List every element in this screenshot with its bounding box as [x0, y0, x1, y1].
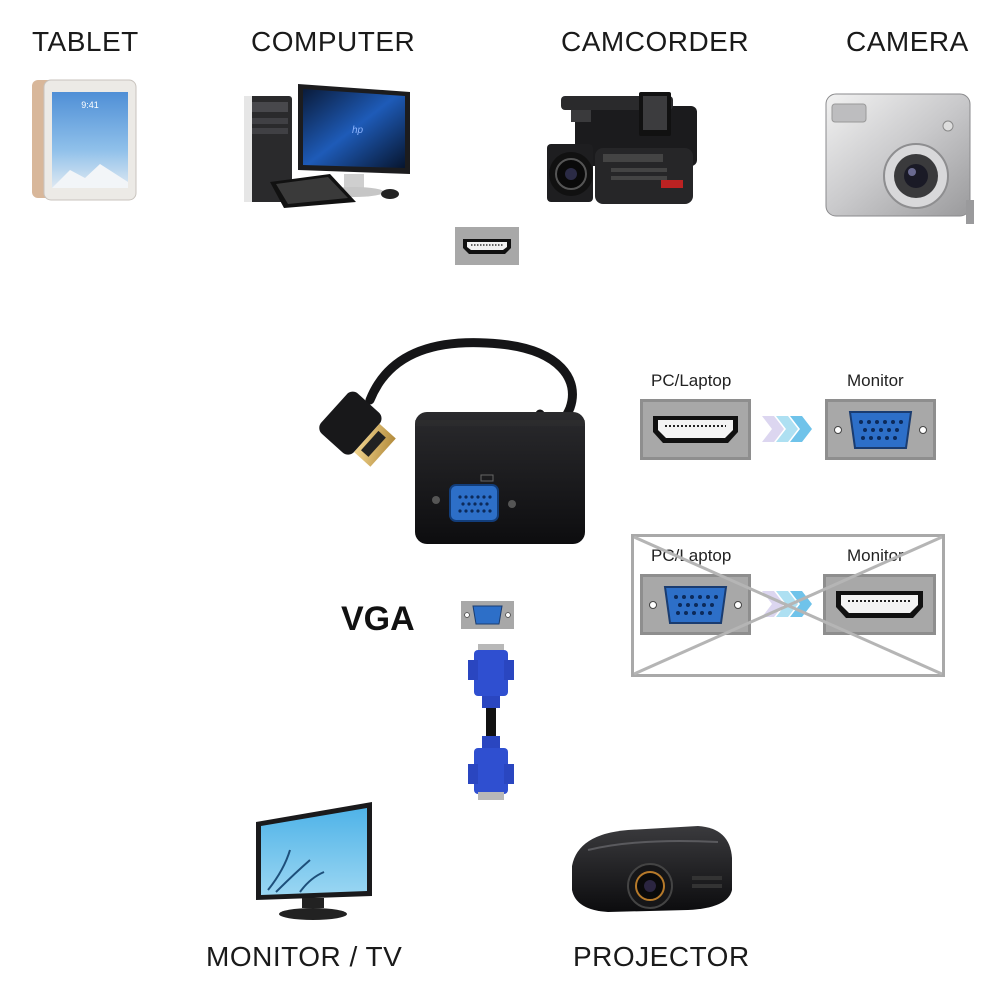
correct-source-label: PC/Laptop [651, 371, 732, 390]
hdmi-port-icon [836, 591, 923, 618]
vga-label: VGA [341, 600, 415, 638]
tablet-image: 9:41 [32, 79, 137, 201]
computer-label: COMPUTER [251, 26, 416, 57]
wrong-hdmi-port-panel [823, 574, 936, 635]
projector-label: PROJECTOR [573, 941, 750, 972]
wrong-vga-port-panel [640, 574, 751, 635]
vga-port-icon [834, 411, 927, 449]
wrong-source-label: PC/Laptop [651, 546, 732, 565]
cross-out-mark [633, 535, 943, 676]
svg-text:9:41: 9:41 [81, 100, 99, 110]
wrong-direction-box [631, 534, 945, 677]
camera-image [825, 93, 974, 224]
computer-image: hp [244, 84, 410, 208]
correct-vga-port-panel [825, 399, 936, 460]
monitor-tv-label: MONITOR / TV [206, 941, 403, 972]
hdmi-to-vga-adapter-image [319, 338, 585, 544]
camera-label: CAMERA [846, 26, 969, 57]
correct-hdmi-port-panel [640, 399, 751, 460]
tablet-label: TABLET [32, 26, 139, 57]
direction-arrows-icon [762, 416, 812, 442]
projector-image [572, 826, 732, 912]
camcorder-image [547, 92, 697, 204]
svg-text:hp: hp [352, 125, 364, 136]
vga-port-icon [461, 601, 514, 629]
vga-port-icon [649, 586, 742, 624]
camcorder-label: CAMCORDER [561, 26, 750, 57]
hdmi-port-icon [653, 416, 738, 443]
vga-cable-image [468, 644, 514, 800]
correct-target-label: Monitor [847, 371, 904, 390]
monitor-image [256, 802, 372, 920]
hdmi-port-icon [455, 227, 519, 265]
